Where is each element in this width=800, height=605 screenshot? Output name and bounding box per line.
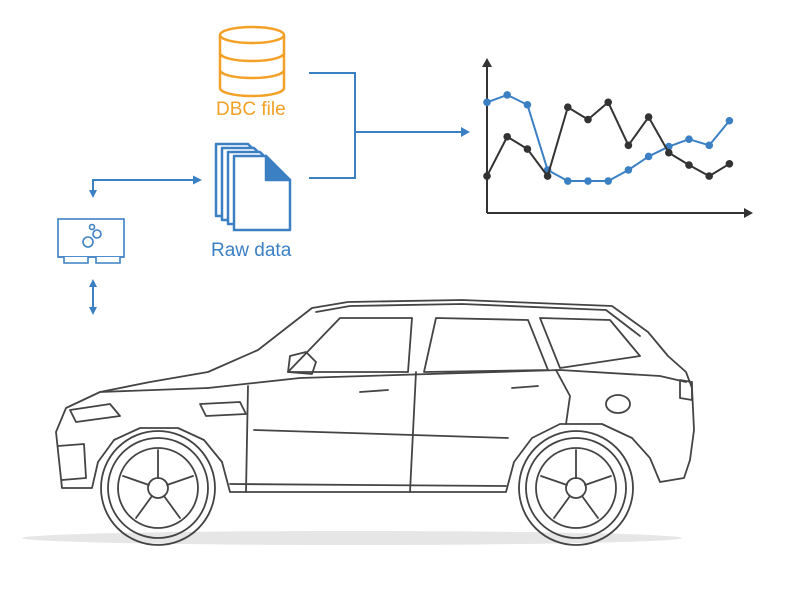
- car-rear-handle: [511, 385, 539, 389]
- dbc-file-label: DBC file: [216, 99, 286, 120]
- series-1-point-8: [624, 166, 633, 174]
- series-1-point-2: [503, 91, 512, 99]
- series-2-line: [486, 101, 730, 178]
- car-window-middle: [423, 317, 549, 373]
- car-mirror: [287, 351, 317, 375]
- series-2-point-2: [503, 132, 512, 141]
- car-headlight: [69, 403, 121, 423]
- series-2-point-10: [665, 148, 673, 157]
- arrowhead-to-logger: [89, 190, 97, 198]
- database-icon: [218, 25, 286, 98]
- car-rear-wheel: [518, 430, 634, 546]
- car-front-door-line: [245, 385, 249, 493]
- series-2-point-6: [584, 115, 592, 124]
- car-ground-shadow: [22, 531, 682, 545]
- dbc-to-chart-connector: [309, 72, 462, 179]
- series-2-point-1: [483, 172, 491, 180]
- raw-data-label: Raw data: [211, 240, 292, 261]
- car-front-grille: [57, 443, 87, 481]
- car-side-vent: [199, 401, 247, 417]
- data-logger-icon: [57, 218, 125, 264]
- series-2-point-7: [604, 98, 612, 107]
- line-chart: [482, 58, 753, 218]
- series-1-point-1: [483, 98, 491, 107]
- car-body-outline: [55, 299, 695, 493]
- car-fuel-cap: [605, 394, 631, 414]
- series-1-point-3: [523, 100, 532, 109]
- series-1-point-13: [725, 116, 734, 125]
- car-illustration: [22, 299, 695, 546]
- car-b-pillar-line: [409, 371, 417, 493]
- series-2-point-13: [725, 160, 734, 168]
- car-bonnet-line: [99, 387, 209, 393]
- series-1-point-5: [564, 177, 572, 185]
- document-stack-icon: [214, 142, 292, 232]
- series-2-point-8: [624, 141, 633, 150]
- series-2-point-11: [685, 161, 693, 169]
- series-1-point-11: [685, 135, 693, 143]
- series-2-point-4: [543, 172, 552, 180]
- car-beltline: [207, 369, 687, 389]
- series-1-point-12: [705, 141, 713, 150]
- series-2-point-12: [705, 172, 713, 180]
- series-1-point-9: [644, 152, 653, 161]
- car-window-front: [287, 317, 413, 373]
- car-window-rear: [539, 317, 641, 369]
- car-front-handle: [359, 389, 389, 393]
- x-axis-arrowhead: [744, 208, 753, 218]
- bus-double-arrow: [89, 279, 97, 315]
- y-axis-arrowhead: [482, 58, 492, 67]
- car-side-crease: [253, 429, 509, 439]
- series-1-point-7: [604, 177, 612, 185]
- car-roof-line: [315, 303, 641, 337]
- car-sill-line: [229, 483, 507, 487]
- logger-to-rawdata-connector: [92, 179, 194, 192]
- car-rear-door-line: [555, 369, 571, 425]
- arrowhead-to-chart: [461, 127, 470, 137]
- car-tail-light: [679, 379, 693, 401]
- arrowhead-to-rawdata: [193, 175, 202, 185]
- series-2-point-5: [564, 103, 572, 112]
- series-2-point-9: [644, 113, 653, 121]
- series-2-point-3: [523, 145, 532, 153]
- car-front-wheel: [100, 430, 216, 546]
- series-1-point-6: [584, 177, 592, 185]
